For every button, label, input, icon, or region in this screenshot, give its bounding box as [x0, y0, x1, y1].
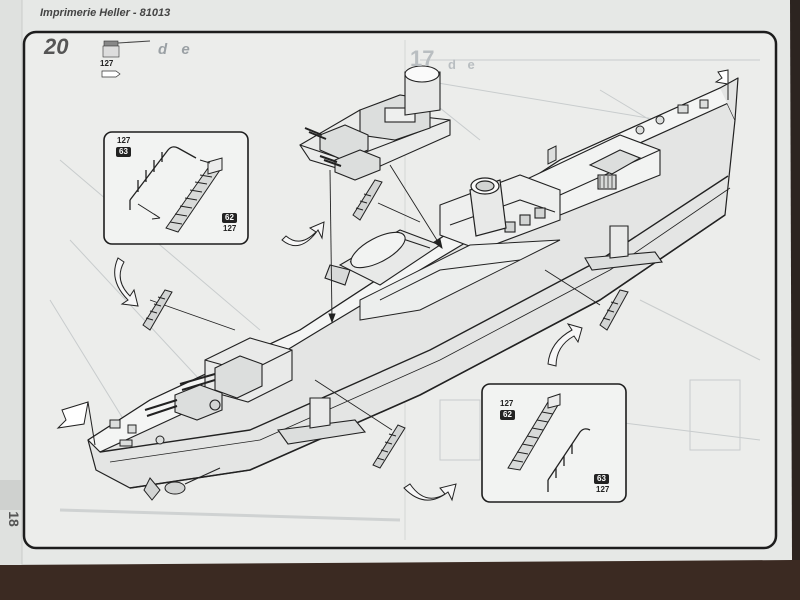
part-ref-label: 127	[500, 399, 514, 408]
flag-icon	[56, 401, 96, 446]
rotate-arrow-icon	[403, 483, 457, 502]
part-ref-label: 127	[117, 136, 131, 145]
ladder-part-midship	[352, 179, 383, 221]
flag-icon	[714, 69, 729, 100]
rear-turrets	[144, 337, 293, 421]
foredeck-fittings	[547, 99, 709, 165]
glue-tube-icon	[102, 40, 151, 58]
ghost-step-suffix: d e	[448, 57, 479, 72]
step-suffix: d e	[158, 41, 195, 58]
print-header: Imprimerie Heller - 81013	[40, 7, 171, 19]
ladder-part-right	[599, 289, 629, 331]
display-stand-rear	[277, 397, 367, 445]
ghost-step-number: 17	[410, 46, 435, 71]
glue-reference: 127	[100, 59, 114, 68]
rotate-arrow-icon	[547, 323, 583, 367]
ladder-part	[507, 393, 561, 471]
propeller	[143, 467, 221, 501]
callout-right-box	[481, 383, 627, 503]
part-number-badge: 63	[594, 474, 609, 484]
step-number: 20	[44, 34, 69, 59]
callout-left-box	[103, 131, 249, 245]
part-ref-label: 127	[596, 485, 610, 494]
brush-icon	[101, 70, 121, 78]
stern-fittings	[109, 419, 165, 447]
central-platform	[359, 239, 561, 321]
part-number-badge: 62	[500, 410, 515, 420]
part-ref-label: 127	[223, 224, 237, 233]
ladder-part-left	[142, 289, 173, 331]
railing-part	[547, 428, 591, 492]
funnel	[469, 177, 507, 237]
rotate-arrow-icon	[281, 221, 325, 247]
bridge-subassembly	[299, 65, 451, 181]
ladder-part	[165, 157, 223, 233]
page-number: 18	[5, 511, 22, 527]
ladder-part-low	[372, 424, 406, 469]
rotate-arrow-icon	[114, 257, 139, 307]
part-number-badge: 63	[116, 147, 131, 157]
display-stand-front	[584, 225, 663, 271]
part-number-badge: 62	[222, 213, 237, 223]
railing-part	[129, 146, 197, 210]
